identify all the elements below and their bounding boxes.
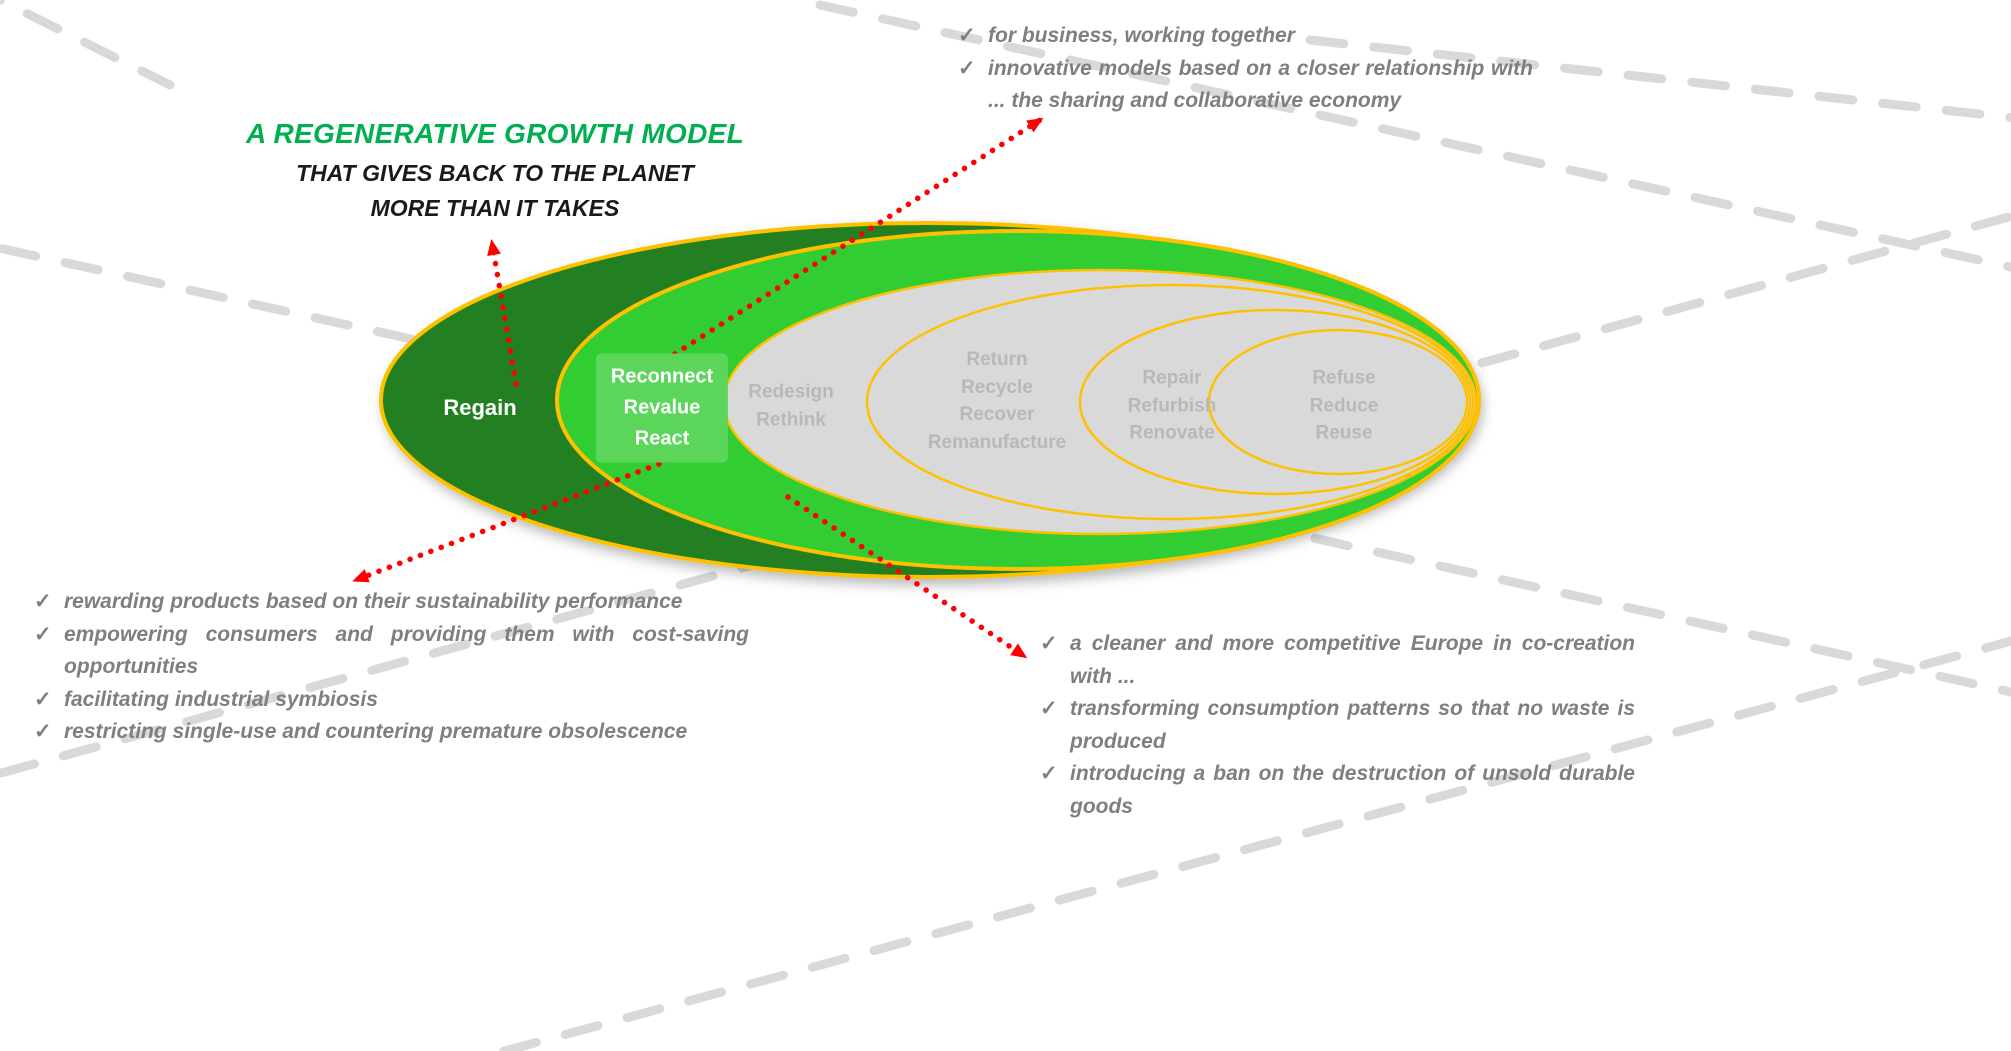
ring-label-repair: Repair Refurbish Renovate (1128, 365, 1217, 448)
annotation-text: a cleaner and more competitive Europe in… (1070, 632, 1635, 688)
annotation-text: facilitating industrial symbiosis (64, 687, 378, 711)
annotation-item: ✓ a cleaner and more competitive Europe … (1040, 628, 1635, 693)
arrow-to-bottom-right (785, 494, 1028, 659)
background-dash-line (815, 0, 2011, 272)
title-line-black: MORE THAN IT TAKES (370, 195, 620, 221)
annotation-text: innovative models based on a closer rela… (988, 56, 1533, 113)
ring-label-line: Repair (1142, 367, 1202, 389)
annotation-text: transforming consumption patterns so tha… (1070, 697, 1635, 753)
ring-label-line: Revalue (623, 396, 701, 419)
ring-label-line: Refuse (1312, 367, 1376, 389)
ring-label-regain: Regain (443, 395, 516, 421)
ring-label-line: Recycle (961, 376, 1033, 398)
arrow-regain-to-title (487, 239, 519, 387)
check-icon: ✓ (1040, 697, 1058, 721)
ring-label-redesign: Redesign Rethink (748, 378, 834, 433)
check-icon: ✓ (34, 622, 52, 646)
annotation-text: empowering consumers and providing them … (64, 622, 749, 679)
annotation-item: ✓ empowering consumers and providing the… (34, 619, 749, 684)
ring-label-line: Reduce (1309, 395, 1379, 417)
annotation-item: ✓ restricting single-use and countering … (34, 716, 749, 749)
ring-label-reconnect: Reconnect Revalue React (595, 353, 729, 463)
ring-label-line: Regain (443, 395, 517, 420)
ring-label-line: Reuse (1315, 422, 1373, 444)
background-dash-line (487, 636, 2011, 1051)
ring-label-line: Redesign (748, 381, 834, 403)
ring-label-line: Reconnect (610, 365, 714, 388)
ring-label-line: Remanufacture (927, 431, 1067, 453)
annotation-item: ✓ rewarding products based on their sust… (34, 586, 749, 619)
ring-refuse-ellipse (1207, 328, 1469, 476)
check-icon: ✓ (1040, 762, 1058, 786)
annotation-bottom-left: ✓ rewarding products based on their sust… (34, 586, 749, 749)
annotation-text: restricting single-use and countering pr… (64, 720, 688, 744)
annotation-text: rewarding products based on their sustai… (64, 590, 683, 613)
annotation-text: for business, working together (988, 24, 1295, 47)
ring-label-line: Rethink (756, 409, 826, 430)
check-icon: ✓ (34, 590, 52, 613)
diagram-title: A REGENERATIVE GROWTH MODEL THAT GIVES B… (235, 118, 755, 222)
title-line-green: A REGENERATIVE GROWTH MODEL (245, 118, 745, 149)
annotation-item: ✓ introducing a ban on the destruction o… (1040, 758, 1635, 823)
ring-label-line: Recover (959, 404, 1035, 425)
check-icon: ✓ (34, 720, 52, 744)
annotation-text: introducing a ban on the destruction of … (1070, 762, 1635, 818)
annotation-item: ✓ innovative models based on a closer re… (958, 53, 1533, 118)
check-icon: ✓ (34, 687, 52, 711)
title-line-black: THAT GIVES BACK TO THE PLANET (296, 160, 694, 186)
ring-label-line: React (634, 427, 690, 450)
ring-label-line: Refurbish (1127, 395, 1217, 417)
annotation-item: ✓ transforming consumption patterns so t… (1040, 693, 1635, 758)
ring-label-line: Return (966, 348, 1028, 370)
annotation-bottom-right: ✓ a cleaner and more competitive Europe … (1040, 628, 1635, 823)
annotation-item: ✓ facilitating industrial symbiosis (34, 684, 749, 717)
ring-label-return: Return Recycle Recover Remanufacture (928, 346, 1066, 456)
background-dash-line (1305, 35, 2011, 123)
arrow-reconnect-to-top-right (653, 117, 1044, 369)
annotation-top-right: ✓ for business, working together ✓ innov… (958, 20, 1533, 118)
check-icon: ✓ (1040, 632, 1058, 655)
check-icon: ✓ (958, 24, 976, 47)
ring-label-line: Renovate (1129, 422, 1215, 444)
background-dash-line (0, 0, 175, 90)
ring-label-refuse: Refuse Reduce Reuse (1310, 365, 1379, 448)
check-icon: ✓ (958, 56, 976, 80)
arrow-to-bottom-left (352, 449, 693, 583)
annotation-item: ✓ for business, working together (958, 20, 1533, 53)
